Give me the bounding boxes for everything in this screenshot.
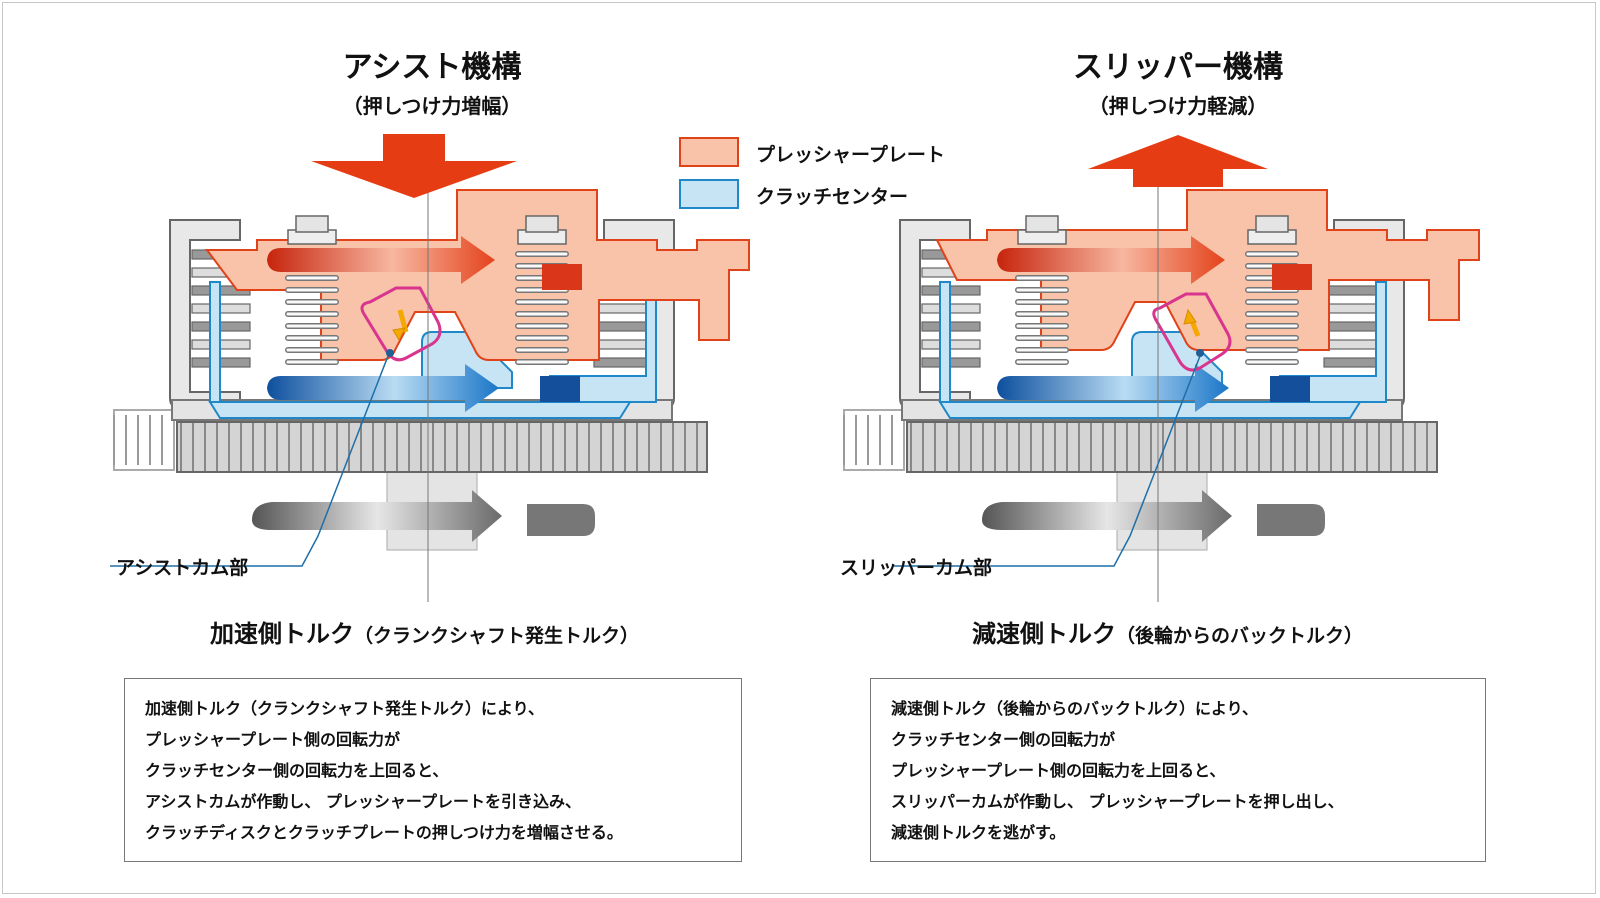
slipper-description-line: クラッチセンター側の回転力が	[891, 730, 1116, 749]
slipper-title: スリッパー機構	[1073, 50, 1283, 85]
slipper-description-line: 減速側トルク（後輪からのバックトルク）により、	[891, 699, 1259, 718]
legend-pressure-plate: プレッシャープレート	[756, 144, 945, 166]
slipper-clutch-diagram	[843, 180, 1480, 602]
slipper-torque-note: （後輪からのバックトルク）	[1116, 625, 1364, 647]
arrow-up-icon	[1088, 135, 1268, 187]
assist-description-line: プレッシャープレート側の回転力が	[145, 730, 401, 749]
assist-description-line: クラッチセンター側の回転力を上回ると、	[145, 761, 449, 780]
arrow-down-icon	[311, 134, 517, 198]
legend-clutch-center: クラッチセンター	[756, 186, 909, 208]
assist-description-line: 加速側トルク（クランクシャフト発生トルク）により、	[145, 699, 545, 718]
slipper-description-line: 減速側トルクを逃がす。	[891, 823, 1066, 842]
assist-torque-main: 加速側トルク	[210, 620, 354, 648]
assist-clutch-diagram	[110, 180, 750, 602]
assist-subtitle: （押しつけ力増幅）	[342, 94, 522, 118]
assist-cam-label: アシストカム部	[116, 557, 249, 579]
assist-description-line: クラッチディスクとクラッチプレートの押しつけ力を増幅させる。	[145, 823, 623, 842]
slipper-torque-main: 減速側トルク	[972, 620, 1116, 648]
slipper-description-box: 減速側トルク（後輪からのバックトルク）により、 クラッチセンター側の回転力が プ…	[870, 678, 1486, 862]
assist-title: アシスト機構	[342, 50, 522, 85]
legend-swatch-pressure-plate	[679, 137, 739, 167]
slipper-description-line: スリッパーカムが作動し、 プレッシャープレートを押し出し、	[891, 792, 1344, 811]
assist-description-box: 加速側トルク（クランクシャフト発生トルク）により、 プレッシャープレート側の回転…	[124, 678, 742, 862]
slipper-cam-label: スリッパーカム部	[840, 557, 993, 579]
assist-description-line: アシストカムが作動し、 プレッシャープレートを引き込み、	[145, 792, 581, 811]
slipper-torque-heading: 減速側トルク（後輪からのバックトルク）	[972, 614, 1363, 649]
legend-swatch-clutch-center	[679, 179, 739, 209]
assist-torque-note: （クランクシャフト発生トルク）	[354, 625, 640, 647]
assist-torque-heading: 加速側トルク（クランクシャフト発生トルク）	[210, 614, 639, 649]
slipper-subtitle: （押しつけ力軽減）	[1088, 94, 1268, 118]
slipper-description-line: プレッシャープレート側の回転力を上回ると、	[891, 761, 1226, 780]
